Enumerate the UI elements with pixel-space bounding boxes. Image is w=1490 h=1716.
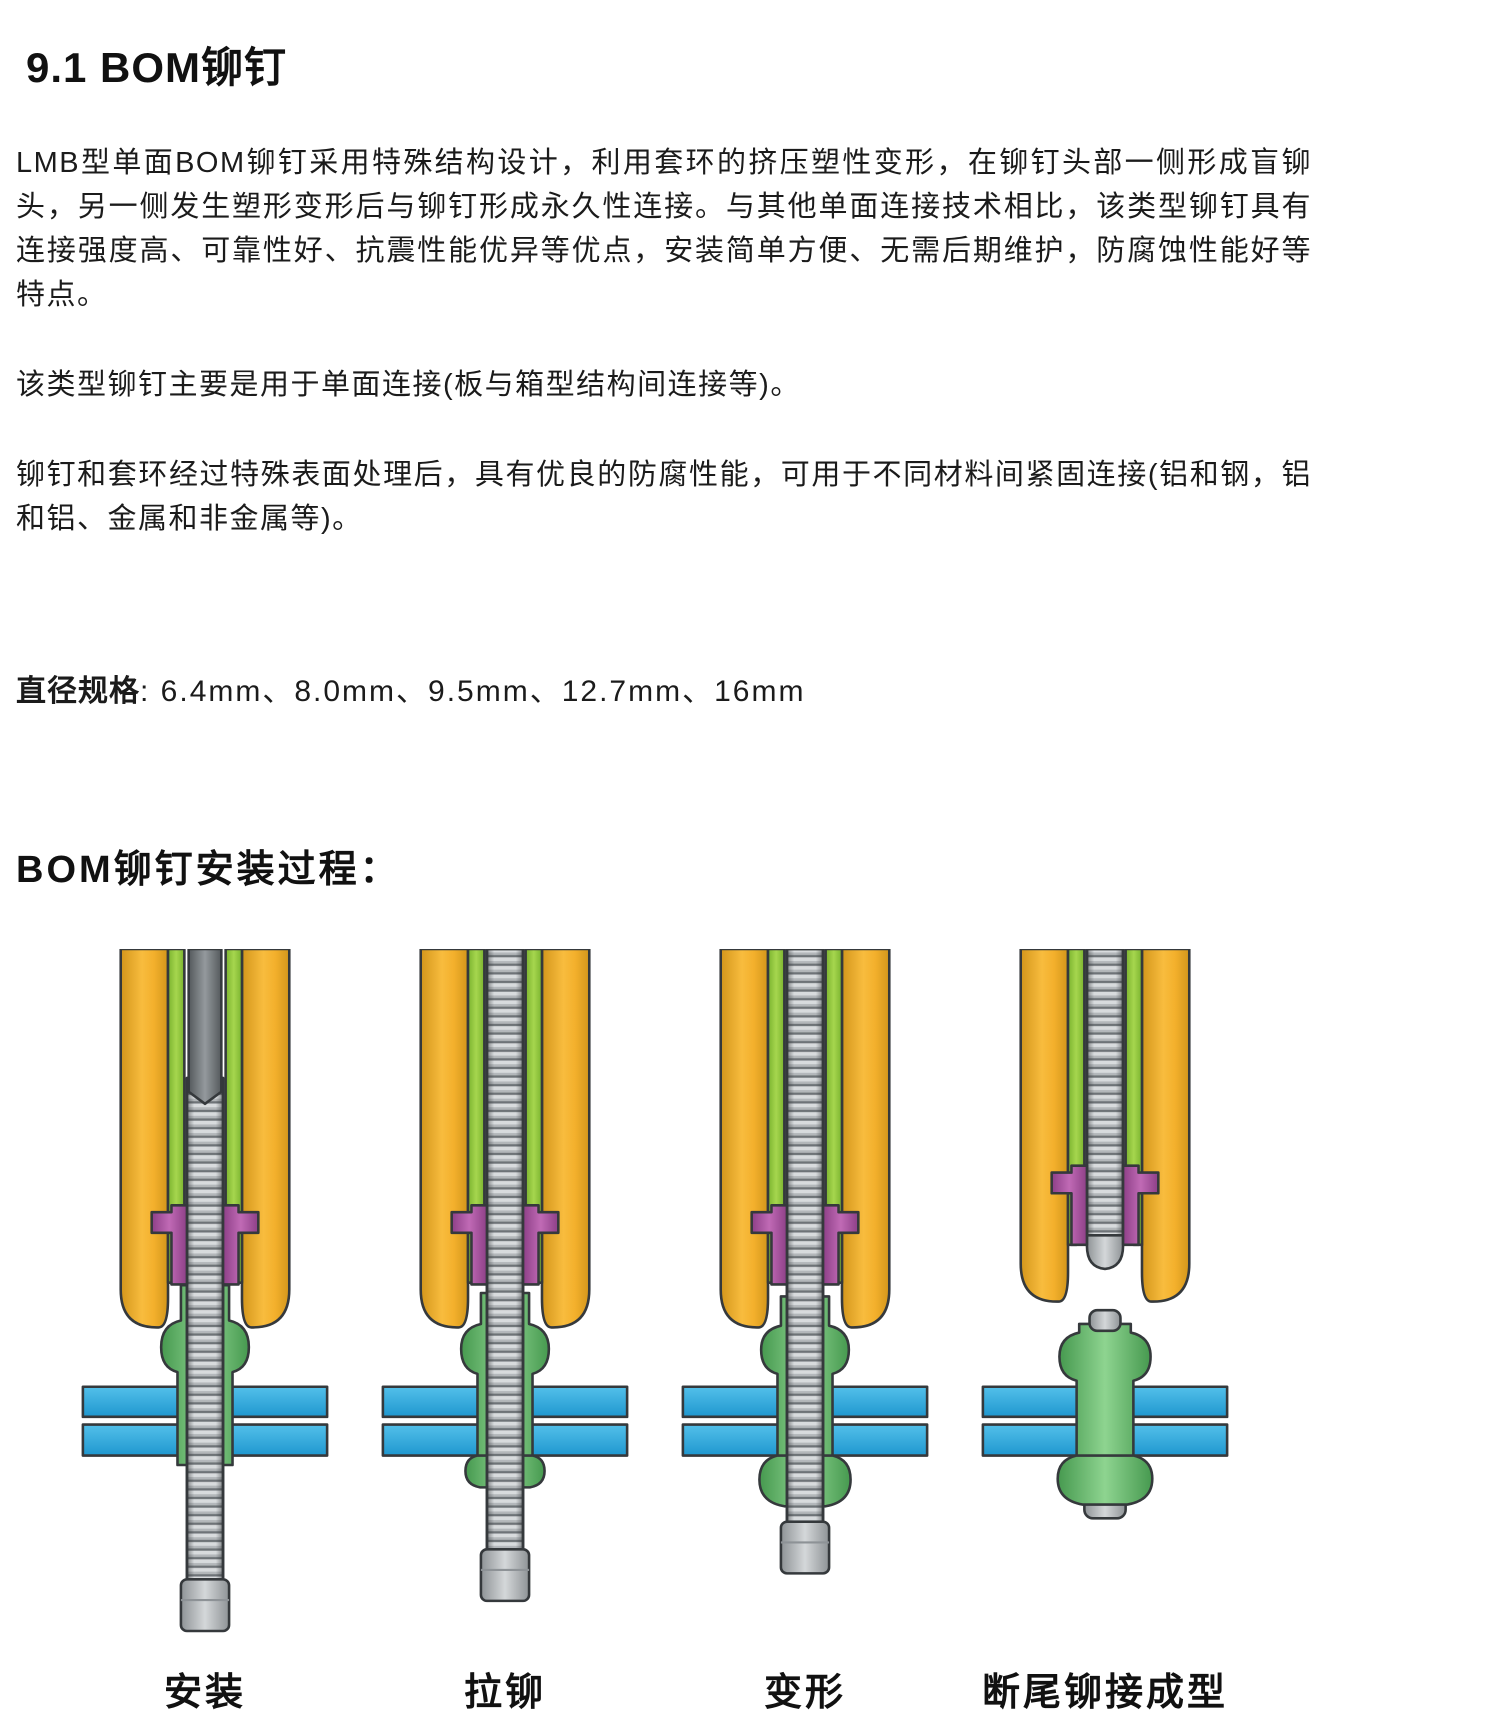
paragraph-intro: LMB型单面BOM铆钉采用特殊结构设计，利用套环的挤压塑性变形，在铆钉头部一侧形…	[16, 147, 1312, 312]
paragraph-usage: 该类型铆钉主要是用于单面连接(板与箱型结构间连接等)。	[16, 369, 801, 402]
paragraph-surface: 铆钉和套环经过特殊表面处理后，具有优良的防腐性能，可用于不同材料间紧固连接(铝和…	[16, 459, 1312, 536]
installation-process-diagram: 安装	[76, 948, 1450, 1716]
mandrel	[779, 948, 831, 1575]
process-heading: BOM铆钉安装过程：	[16, 848, 401, 891]
diameter-spec-value: : 6.4mm、8.0mm、9.5mm、12.7mm、16mm	[140, 674, 806, 708]
stage-label-deform: 变形	[763, 1671, 846, 1714]
stage-install: 安装	[76, 948, 334, 1716]
page-title: 9.1 BOM铆钉	[26, 44, 288, 91]
diameter-spec-label: 直径规格	[16, 674, 140, 708]
stage-deform: 变形	[676, 948, 934, 1716]
stage-pull-diagram	[381, 948, 629, 1602]
diameter-spec: 直径规格: 6.4mm、8.0mm、9.5mm、12.7mm、16mm	[16, 666, 1450, 710]
broken-stem-stub	[1088, 1308, 1122, 1332]
stage-install-diagram	[81, 948, 329, 1632]
stage-pull: 拉铆	[376, 948, 634, 1716]
stage-label-install: 安装	[163, 1671, 246, 1714]
pulling-jaws	[150, 1203, 260, 1286]
mandrel	[479, 948, 531, 1602]
pulling-jaws	[750, 1203, 860, 1286]
broken-mandrel-tail	[1085, 948, 1125, 1270]
mandrel	[179, 948, 231, 1632]
stage-break: 断尾铆接成型	[976, 948, 1234, 1716]
set-rivet	[1056, 1308, 1154, 1520]
stage-deform-diagram	[681, 948, 929, 1575]
blind-head	[1056, 1453, 1154, 1506]
pulling-jaws	[450, 1203, 560, 1286]
stage-break-diagram	[981, 948, 1229, 1520]
stage-label-break: 断尾铆接成型	[981, 1671, 1228, 1714]
pulling-jaws	[1050, 1163, 1160, 1246]
stage-label-pull: 拉铆	[463, 1671, 546, 1714]
